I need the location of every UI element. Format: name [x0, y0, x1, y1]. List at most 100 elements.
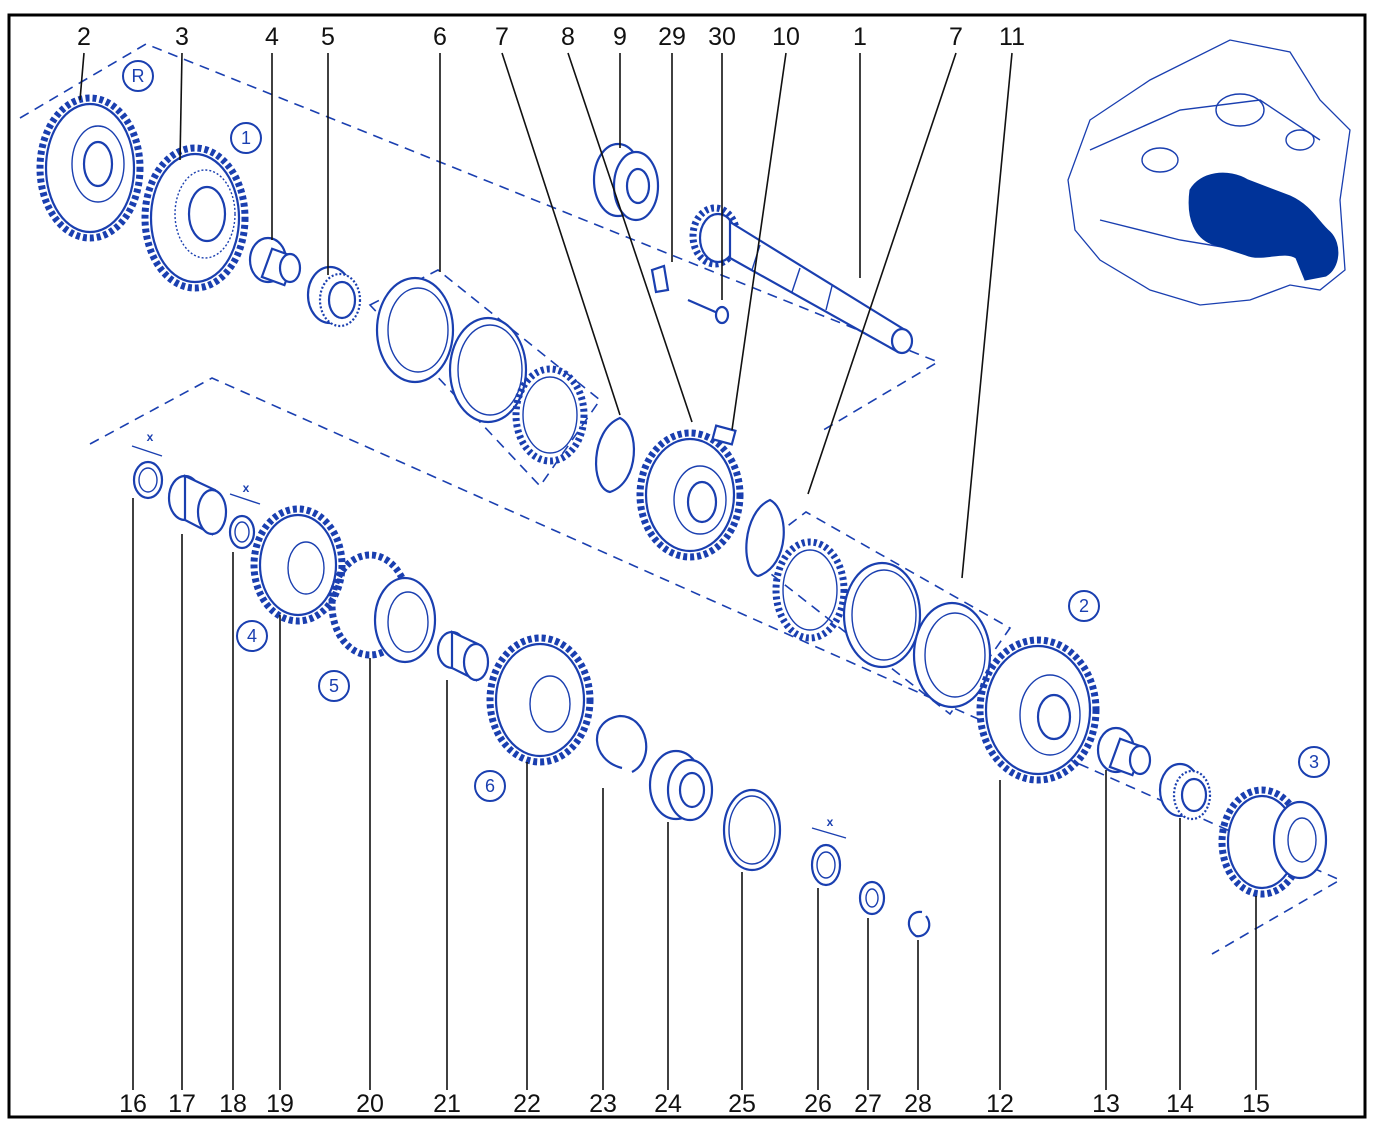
top-part-label-12: 7	[949, 23, 963, 51]
svg-text:x: x	[827, 815, 834, 829]
part-fourth-gear	[250, 505, 346, 625]
bottom-part-label-10: 26	[804, 1090, 832, 1118]
part-retaining-clip	[907, 910, 931, 938]
part-circlip-1	[595, 714, 648, 773]
bottom-part-label-7: 23	[589, 1090, 617, 1118]
part-third-gear	[636, 424, 744, 561]
top-leader-line-6	[567, 52, 693, 423]
gear-marker-6: 6	[474, 770, 506, 802]
part-needle-bearing-upper	[306, 265, 362, 328]
gear-marker-circle-4	[236, 620, 268, 652]
top-part-label-8: 29	[658, 23, 686, 51]
gearbox-housing-thumbnail	[1067, 39, 1351, 306]
part-bushing-upper	[248, 236, 302, 287]
part-bushing-lower	[1096, 726, 1152, 777]
bottom-part-label-6: 22	[513, 1090, 541, 1118]
gear-marker-circle-5	[318, 670, 350, 702]
bottom-part-label-3: 19	[266, 1090, 294, 1118]
part-circlip-2	[722, 788, 782, 872]
top-part-label-6: 8	[561, 23, 575, 51]
part-second-gear	[976, 636, 1100, 784]
part-washer	[858, 880, 886, 916]
part-shim-1	[132, 460, 164, 500]
gear-marker-5: 5	[318, 670, 350, 702]
gear-marker-circle-3	[1298, 746, 1330, 778]
bottom-part-label-11: 27	[854, 1090, 882, 1118]
part-fifth-gear	[328, 551, 437, 664]
gear-marker-text-1: 1	[241, 128, 251, 148]
top-part-label-9: 30	[708, 23, 736, 51]
gear-marker-circle-2	[1068, 590, 1100, 622]
top-part-label-10: 10	[772, 23, 800, 51]
part-primary-shaft	[689, 204, 914, 355]
part-shim-2	[228, 514, 256, 550]
top-part-label-1: 3	[175, 23, 189, 51]
clearance-marker-3: x	[811, 815, 847, 839]
top-part-label-2: 4	[265, 23, 279, 51]
gear-marker-1: 1	[230, 122, 262, 154]
part-first-gear	[141, 144, 249, 292]
gear-marker-text-2: 2	[1079, 596, 1089, 616]
part-locking-plate	[650, 264, 670, 294]
part-snap-ring-lower	[745, 498, 785, 578]
gear-marker-2: 2	[1068, 590, 1100, 622]
top-leader-line-0	[79, 52, 85, 101]
gear-marker-0: R	[122, 60, 154, 92]
top-part-label-11: 1	[853, 23, 867, 51]
svg-text:x: x	[243, 481, 250, 495]
gear-markers: R 1 2 3 4 5 6	[122, 60, 1330, 802]
part-bearing-upper	[592, 142, 660, 222]
clearance-marker-2: x	[229, 481, 261, 505]
bottom-part-label-8: 24	[654, 1090, 682, 1118]
bottom-part-label-12: 28	[904, 1090, 932, 1118]
gear-marker-circle-6	[474, 770, 506, 802]
gear-marker-text-3: 3	[1309, 752, 1319, 772]
bottom-part-label-1: 17	[168, 1090, 196, 1118]
top-leader-line-10	[731, 52, 787, 431]
bottom-part-label-15: 14	[1166, 1090, 1194, 1118]
part-synchro-assembly-lower	[772, 538, 992, 709]
part-reverse-gear	[36, 94, 144, 242]
gear-marker-3: 3	[1298, 746, 1330, 778]
top-part-label-4: 6	[433, 23, 447, 51]
bottom-part-label-0: 16	[119, 1090, 147, 1118]
top-part-label-13: 11	[999, 23, 1025, 51]
top-leader-line-12	[807, 52, 957, 495]
svg-text:x: x	[147, 430, 154, 444]
gear-marker-text-0: R	[132, 66, 145, 86]
top-part-label-5: 7	[495, 23, 509, 51]
top-part-label-0: 2	[77, 23, 91, 51]
part-needle-bearing-lower	[1158, 762, 1212, 821]
gear-marker-text-6: 6	[485, 776, 495, 796]
leader-lines	[79, 52, 1257, 1090]
top-part-label-7: 9	[613, 23, 627, 51]
part-snap-ring-upper	[594, 416, 636, 494]
part-ball-bearing	[648, 749, 714, 822]
bottom-part-label-14: 13	[1092, 1090, 1120, 1118]
bottom-part-label-9: 25	[728, 1090, 756, 1118]
part-sixth-gear	[486, 634, 594, 766]
gear-marker-4: 4	[236, 620, 268, 652]
clearance-marker-1: x	[131, 430, 163, 457]
bottom-part-label-5: 21	[433, 1090, 461, 1118]
bottom-part-label-4: 20	[356, 1090, 384, 1118]
part-synchro-assembly-upper	[375, 276, 588, 465]
part-third-gear-lower	[1218, 786, 1328, 898]
part-spacer-ring	[436, 630, 490, 682]
part-bolt	[687, 298, 730, 325]
gear-marker-text-4: 4	[247, 626, 257, 646]
gear-marker-circle-0	[122, 60, 154, 92]
top-leader-line-5	[501, 52, 621, 416]
highlighted-shaft-region	[1188, 172, 1339, 281]
top-leader-line-13	[961, 52, 1013, 579]
gear-marker-text-5: 5	[329, 676, 339, 696]
top-leader-line-1	[179, 52, 183, 161]
part-shim-3	[810, 843, 842, 887]
top-part-label-3: 5	[321, 23, 335, 51]
bottom-part-label-13: 12	[986, 1090, 1014, 1118]
part-spacer-sleeve	[167, 474, 228, 536]
bottom-part-label-2: 18	[219, 1090, 247, 1118]
diagram-frame	[7, 13, 1367, 1119]
